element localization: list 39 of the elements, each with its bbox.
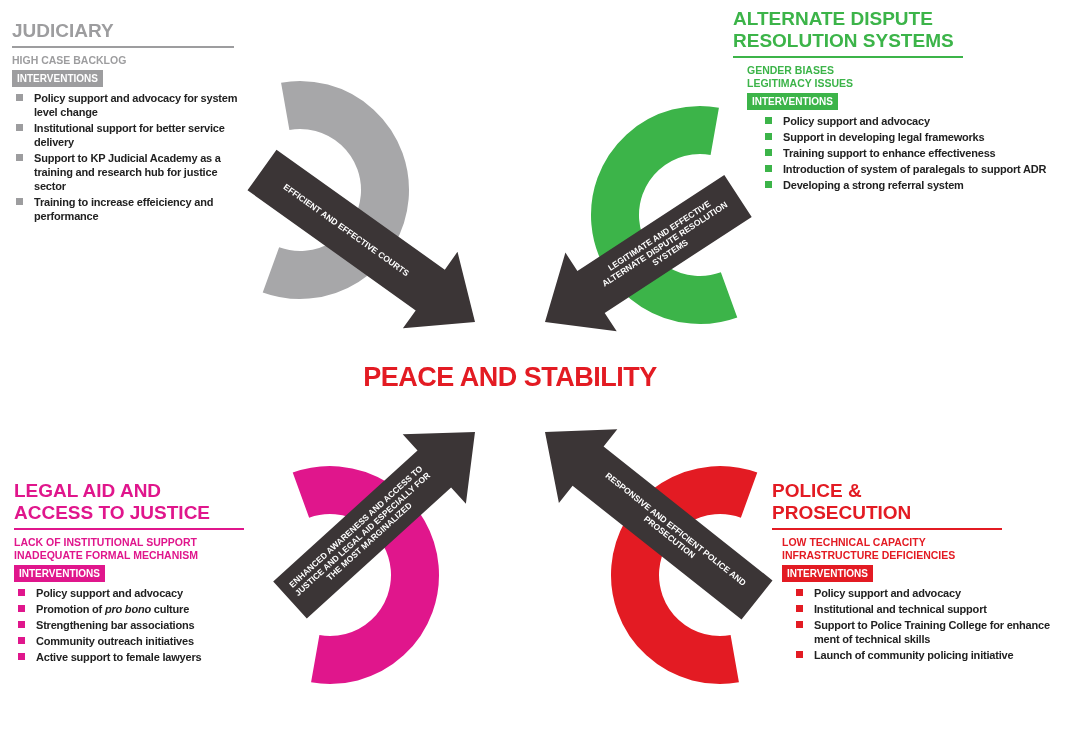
bullet-item: Training to increase effeiciency and performance [12,195,244,223]
bullet-item: Active support to female lawyers [14,650,304,664]
bullet-item: Launch of community policing initiative [792,648,1078,662]
bullet-item: Community outreach initiatives [14,634,304,648]
block-arrow [545,175,752,332]
title-text: PEACE AND STABILITY [363,361,657,393]
bullet-item: Institutional support for better service delivery [12,121,244,149]
bullet-item: Support to KP Judicial Academy as a training and research hub for justice sector [12,151,244,193]
bullet-item: Developing a strong referral system [761,178,1078,192]
issue-text: LOW TECHNICAL CAPACITY [782,536,927,549]
bullet-item: Policy support and advocacy [761,114,1078,128]
issue-text: GENDER BIASES [747,64,835,77]
block-arrow [273,432,475,619]
bullet-item: Support to Police Training College for enhance ment of technical skills [792,618,1078,646]
issue-text: LACK OF INSTITUTIONAL SUPPORT [14,536,198,549]
bullet-item: Policy support and advocacy [792,586,1078,600]
ring-shape [591,106,736,324]
section-heading: LEGAL AID AND ACCESS TO JUSTICE [14,480,244,530]
interventions-tag: INTERVENTIONS [782,565,873,582]
bullet-item: Institutional and technical support [792,602,1078,616]
bullet-item: Policy support and advocacy for system level change [12,91,244,119]
block-arrow [545,429,773,620]
issue-text: LEGITIMACY ISSUES [747,77,854,90]
issue-text: INADEQUATE FORMAL MECHANISM [14,549,199,562]
issue-text: HIGH CASE BACKLOG [12,54,128,67]
bullet-item: Introduction of system of paralegals to support ADR [761,162,1078,176]
bullet-item: Strengthening bar associations [14,618,304,632]
ring-shape [264,81,409,299]
section-heading: POLICE & PROSECUTION [772,480,1002,530]
bullet-item: Training support to enhance effectiveness [761,146,1078,160]
interventions-tag: INTERVENTIONS [12,70,103,87]
section-heading: JUDICIARY [12,20,234,48]
interventions-tag: INTERVENTIONS [747,93,838,110]
bullet-item: Promotion of pro bono culture [14,602,304,616]
issue-text: INFRASTRUCTURE DEFICIENCIES [782,549,957,562]
block-arrow [247,149,475,329]
interventions-tag: INTERVENTIONS [14,565,105,582]
bullet-item: Support in developing legal frameworks [761,130,1078,144]
section-heading: ALTERNATE DISPUTE RESOLUTION SYSTEMS [733,8,963,58]
